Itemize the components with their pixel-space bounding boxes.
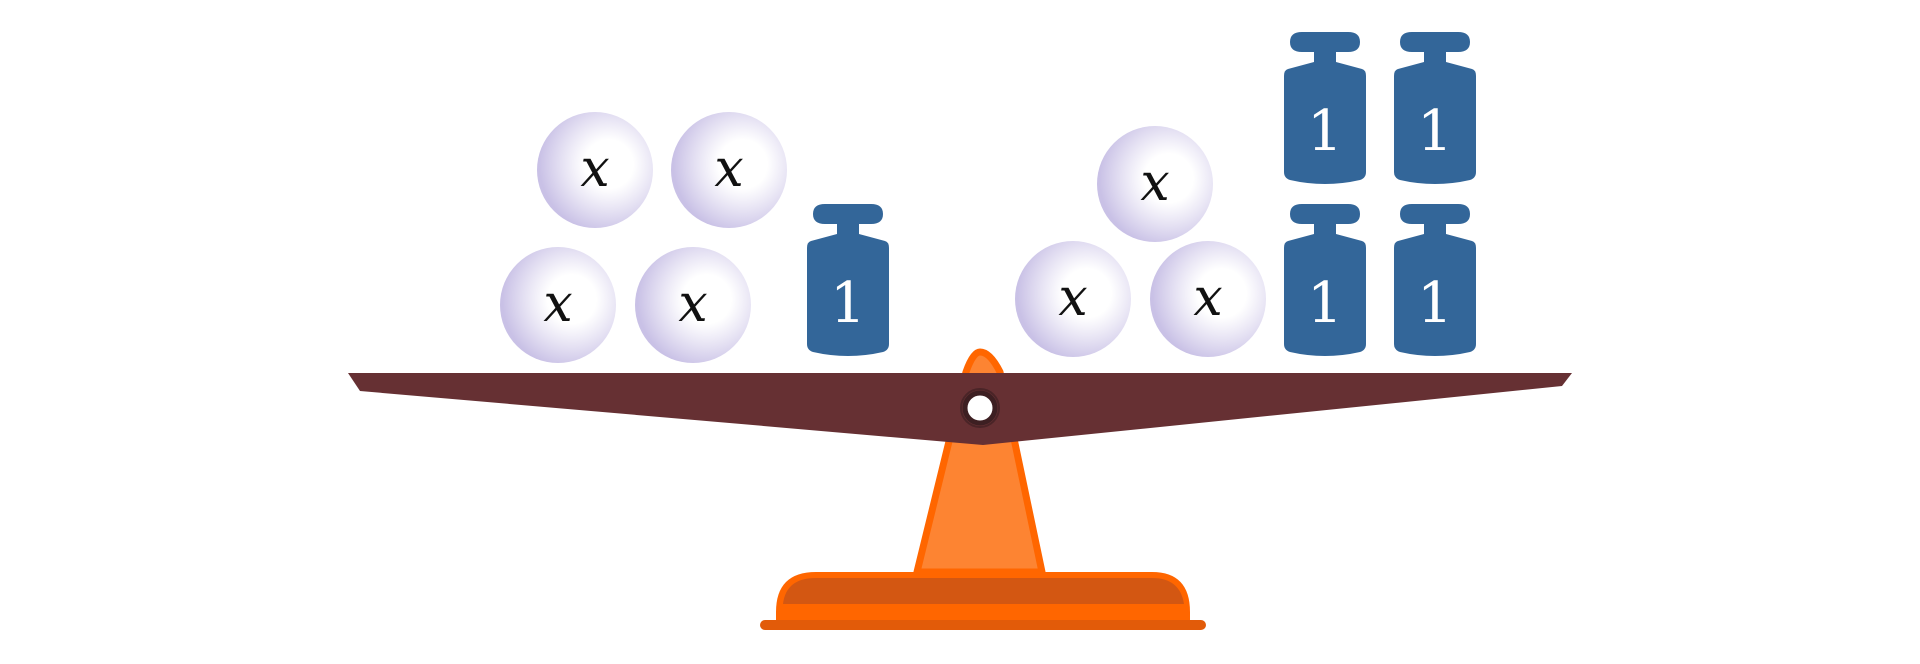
x-ball-shape: [537, 112, 653, 228]
pivot-ring: [960, 388, 1000, 428]
x-ball: x: [671, 112, 787, 228]
x-ball: x: [537, 112, 653, 228]
x-ball-label: x: [1193, 268, 1222, 328]
unit-weight-label: 1: [1307, 271, 1343, 336]
x-ball-label: x: [714, 139, 743, 199]
x-ball-label: x: [580, 139, 609, 199]
x-ball-shape: [1150, 241, 1266, 357]
x-ball: x: [500, 247, 616, 363]
x-ball-label: x: [1140, 153, 1169, 213]
x-ball: x: [1150, 241, 1266, 357]
unit-weight: 1: [1284, 204, 1366, 356]
unit-weight-label: 1: [830, 271, 866, 336]
x-ball-label: x: [678, 274, 707, 334]
stand-base-foot: [760, 620, 1206, 630]
unit-weight-label: 1: [1417, 271, 1453, 336]
x-ball-label: x: [1058, 268, 1087, 328]
x-ball-shape: [1015, 241, 1131, 357]
x-ball-shape: [671, 112, 787, 228]
unit-weight-label: 1: [1417, 99, 1453, 164]
pivot-pin: [962, 390, 998, 426]
unit-weight: 1: [1284, 32, 1366, 184]
x-ball-label: x: [543, 274, 572, 334]
balance-beam: [348, 373, 1572, 445]
stand-post: [917, 352, 1042, 572]
unit-weight: 1: [1394, 32, 1476, 184]
unit-weight: 1: [1394, 204, 1476, 356]
beam-bar: [348, 373, 1572, 445]
x-ball-shape: [1097, 126, 1213, 242]
unit-weight-label: 1: [1307, 99, 1343, 164]
x-ball: x: [635, 247, 751, 363]
x-ball: x: [1097, 126, 1213, 242]
x-ball-shape: [500, 247, 616, 363]
unit-weight: 1: [807, 204, 889, 356]
stand-base-top: [783, 578, 1184, 604]
left-pan: x x x x 1: [500, 112, 889, 363]
x-ball-shape: [635, 247, 751, 363]
balance-stand: [760, 348, 1206, 630]
x-ball: x: [1015, 241, 1131, 357]
